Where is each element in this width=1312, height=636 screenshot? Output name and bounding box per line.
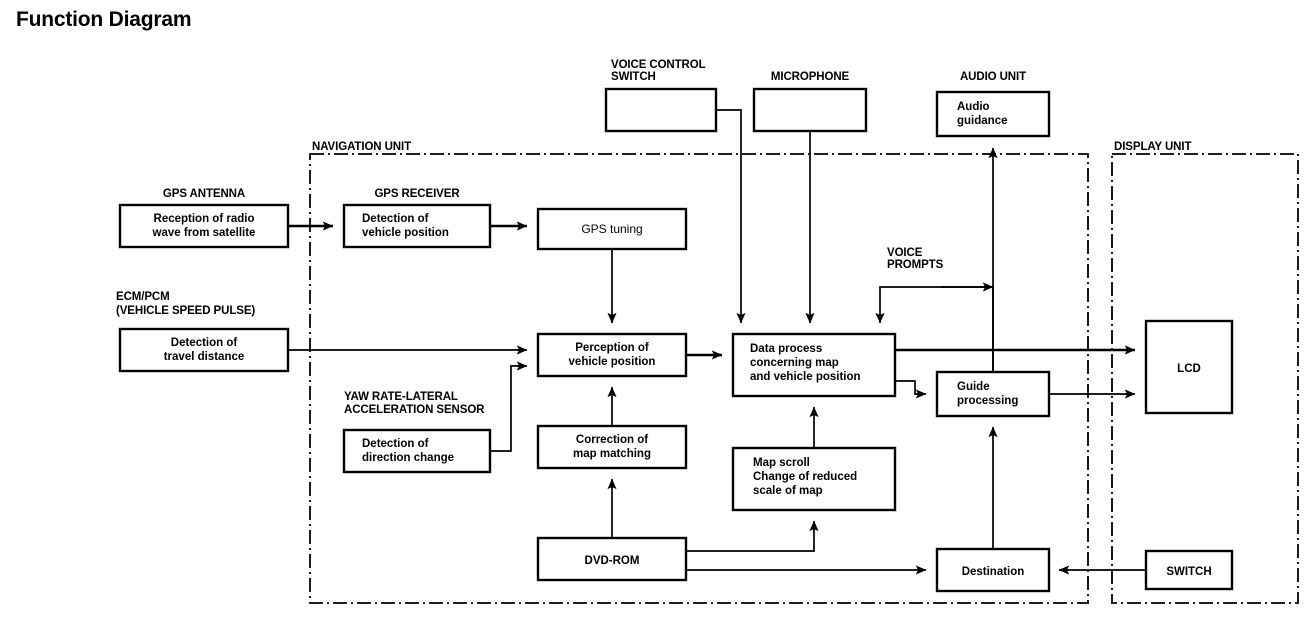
guide-processing-line-2: processing: [957, 395, 1018, 407]
voice-control-switch-caption-line1: VOICE CONTROL: [611, 59, 706, 71]
lcd-label: LCD: [1177, 363, 1201, 375]
dvd-rom-label: DVD-ROM: [585, 555, 640, 567]
gps-antenna-caption: GPS ANTENNA: [163, 188, 245, 200]
map-matching-line-2: map matching: [573, 448, 651, 460]
map-scroll-line-3: scale of map: [753, 485, 823, 497]
gps-receiver-box[interactable]: [342, 203, 492, 249]
travel-distance-line-1: Detection of: [171, 337, 238, 349]
navigation-unit-boundary: [309, 153, 1089, 604]
direction-change-line-2: direction change: [362, 452, 454, 464]
voice-control-switch-box[interactable]: [604, 87, 718, 133]
map-scroll-line-1: Map scroll: [753, 457, 810, 469]
gps-receiver-line-2: vehicle position: [362, 227, 449, 239]
microphone-caption: MICROPHONE: [771, 71, 850, 83]
gps-tuning-label: GPS tuning: [581, 222, 642, 236]
audio-guidance-line-2: guidance: [957, 115, 1007, 127]
data-process-line-2: concerning map: [750, 357, 839, 369]
data-process-line-1: Data process: [750, 343, 822, 355]
navigation-unit-label: NAVIGATION UNIT: [312, 141, 411, 153]
edge-voiceswitch-to-dataprocess: [716, 109, 746, 324]
data-process-box[interactable]: [731, 332, 897, 398]
guide-processing-box[interactable]: [935, 370, 1051, 418]
audio-guidance-line-1: Audio: [957, 101, 990, 113]
ecm-pcm-caption-line1: ECM/PCM: [116, 291, 170, 303]
destination-box[interactable]: [935, 547, 1051, 593]
microphone-box[interactable]: [752, 87, 868, 133]
map-scroll-line-2: Change of reduced: [753, 471, 857, 483]
edge-voiceprompts-to-dataprocess: [875, 286, 994, 372]
voice-control-switch-caption-line2: SWITCH: [611, 71, 656, 83]
perception-line-2: vehicle position: [569, 356, 656, 368]
display-unit-boundary: [1111, 153, 1299, 604]
switch-label: SWITCH: [1166, 566, 1211, 578]
destination-label: Destination: [962, 566, 1025, 578]
gps-antenna-line-2: wave from satellite: [152, 227, 256, 239]
gps-receiver-caption: GPS RECEIVER: [374, 188, 460, 200]
perception-box[interactable]: [536, 332, 688, 378]
gps-receiver-line-1: Detection of: [362, 213, 429, 225]
edge-directionchange-to-perception: [490, 361, 528, 452]
yaw-rate-sensor-caption-line2: ACCELERATION SENSOR: [344, 404, 485, 416]
gps-tuning-box[interactable]: [536, 207, 688, 251]
audio-guidance-box[interactable]: [935, 90, 1051, 138]
edge-dataprocess-to-guideprocessing: [895, 380, 927, 399]
map-scroll-box[interactable]: [731, 446, 897, 512]
map-matching-line-1: Correction of: [576, 434, 648, 446]
voice-prompts-label-line1: VOICE: [887, 247, 923, 259]
yaw-rate-sensor-caption-line1: YAW RATE-LATERAL: [344, 391, 458, 403]
gps-antenna-box[interactable]: [118, 203, 290, 249]
voice-prompts-label-line2: PROMPTS: [887, 259, 944, 271]
dvd-rom-box[interactable]: [536, 536, 688, 582]
gps-antenna-line-1: Reception of radio: [154, 213, 255, 225]
direction-change-box[interactable]: [342, 428, 492, 474]
edge-dvdrom-to-mapscroll: [686, 520, 819, 552]
lcd-box[interactable]: [1144, 319, 1234, 415]
audio-unit-caption: AUDIO UNIT: [960, 71, 1026, 83]
travel-distance-line-2: travel distance: [164, 351, 245, 363]
map-matching-box[interactable]: [536, 424, 688, 470]
display-unit-label: DISPLAY UNIT: [1114, 141, 1191, 153]
perception-line-1: Perception of: [575, 342, 649, 354]
travel-distance-box[interactable]: [118, 327, 290, 373]
guide-processing-line-1: Guide: [957, 381, 990, 393]
switch-box[interactable]: [1144, 549, 1234, 591]
ecm-pcm-caption-line2: (VEHICLE SPEED PULSE): [116, 305, 255, 317]
data-process-line-3: and vehicle position: [750, 371, 861, 383]
page-title: Function Diagram: [16, 8, 192, 31]
direction-change-line-1: Detection of: [362, 438, 429, 450]
